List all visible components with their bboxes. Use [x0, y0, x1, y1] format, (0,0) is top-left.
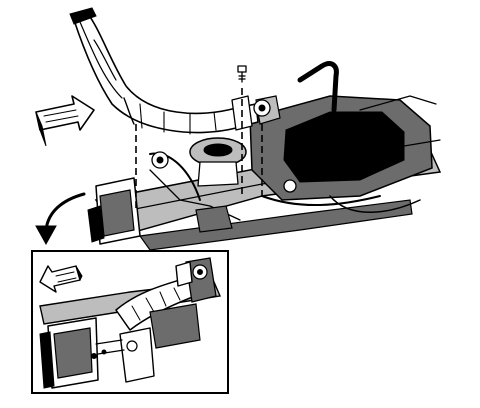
bolt-fastener [237, 65, 247, 83]
inset-direction-arrow-icon [39, 265, 83, 293]
detail-inset [31, 250, 229, 394]
curved-arrow-icon [35, 192, 86, 246]
engine-bay-illustration [87, 95, 442, 251]
vent-tube [297, 61, 339, 113]
direction-arrow-icon [35, 95, 95, 147]
